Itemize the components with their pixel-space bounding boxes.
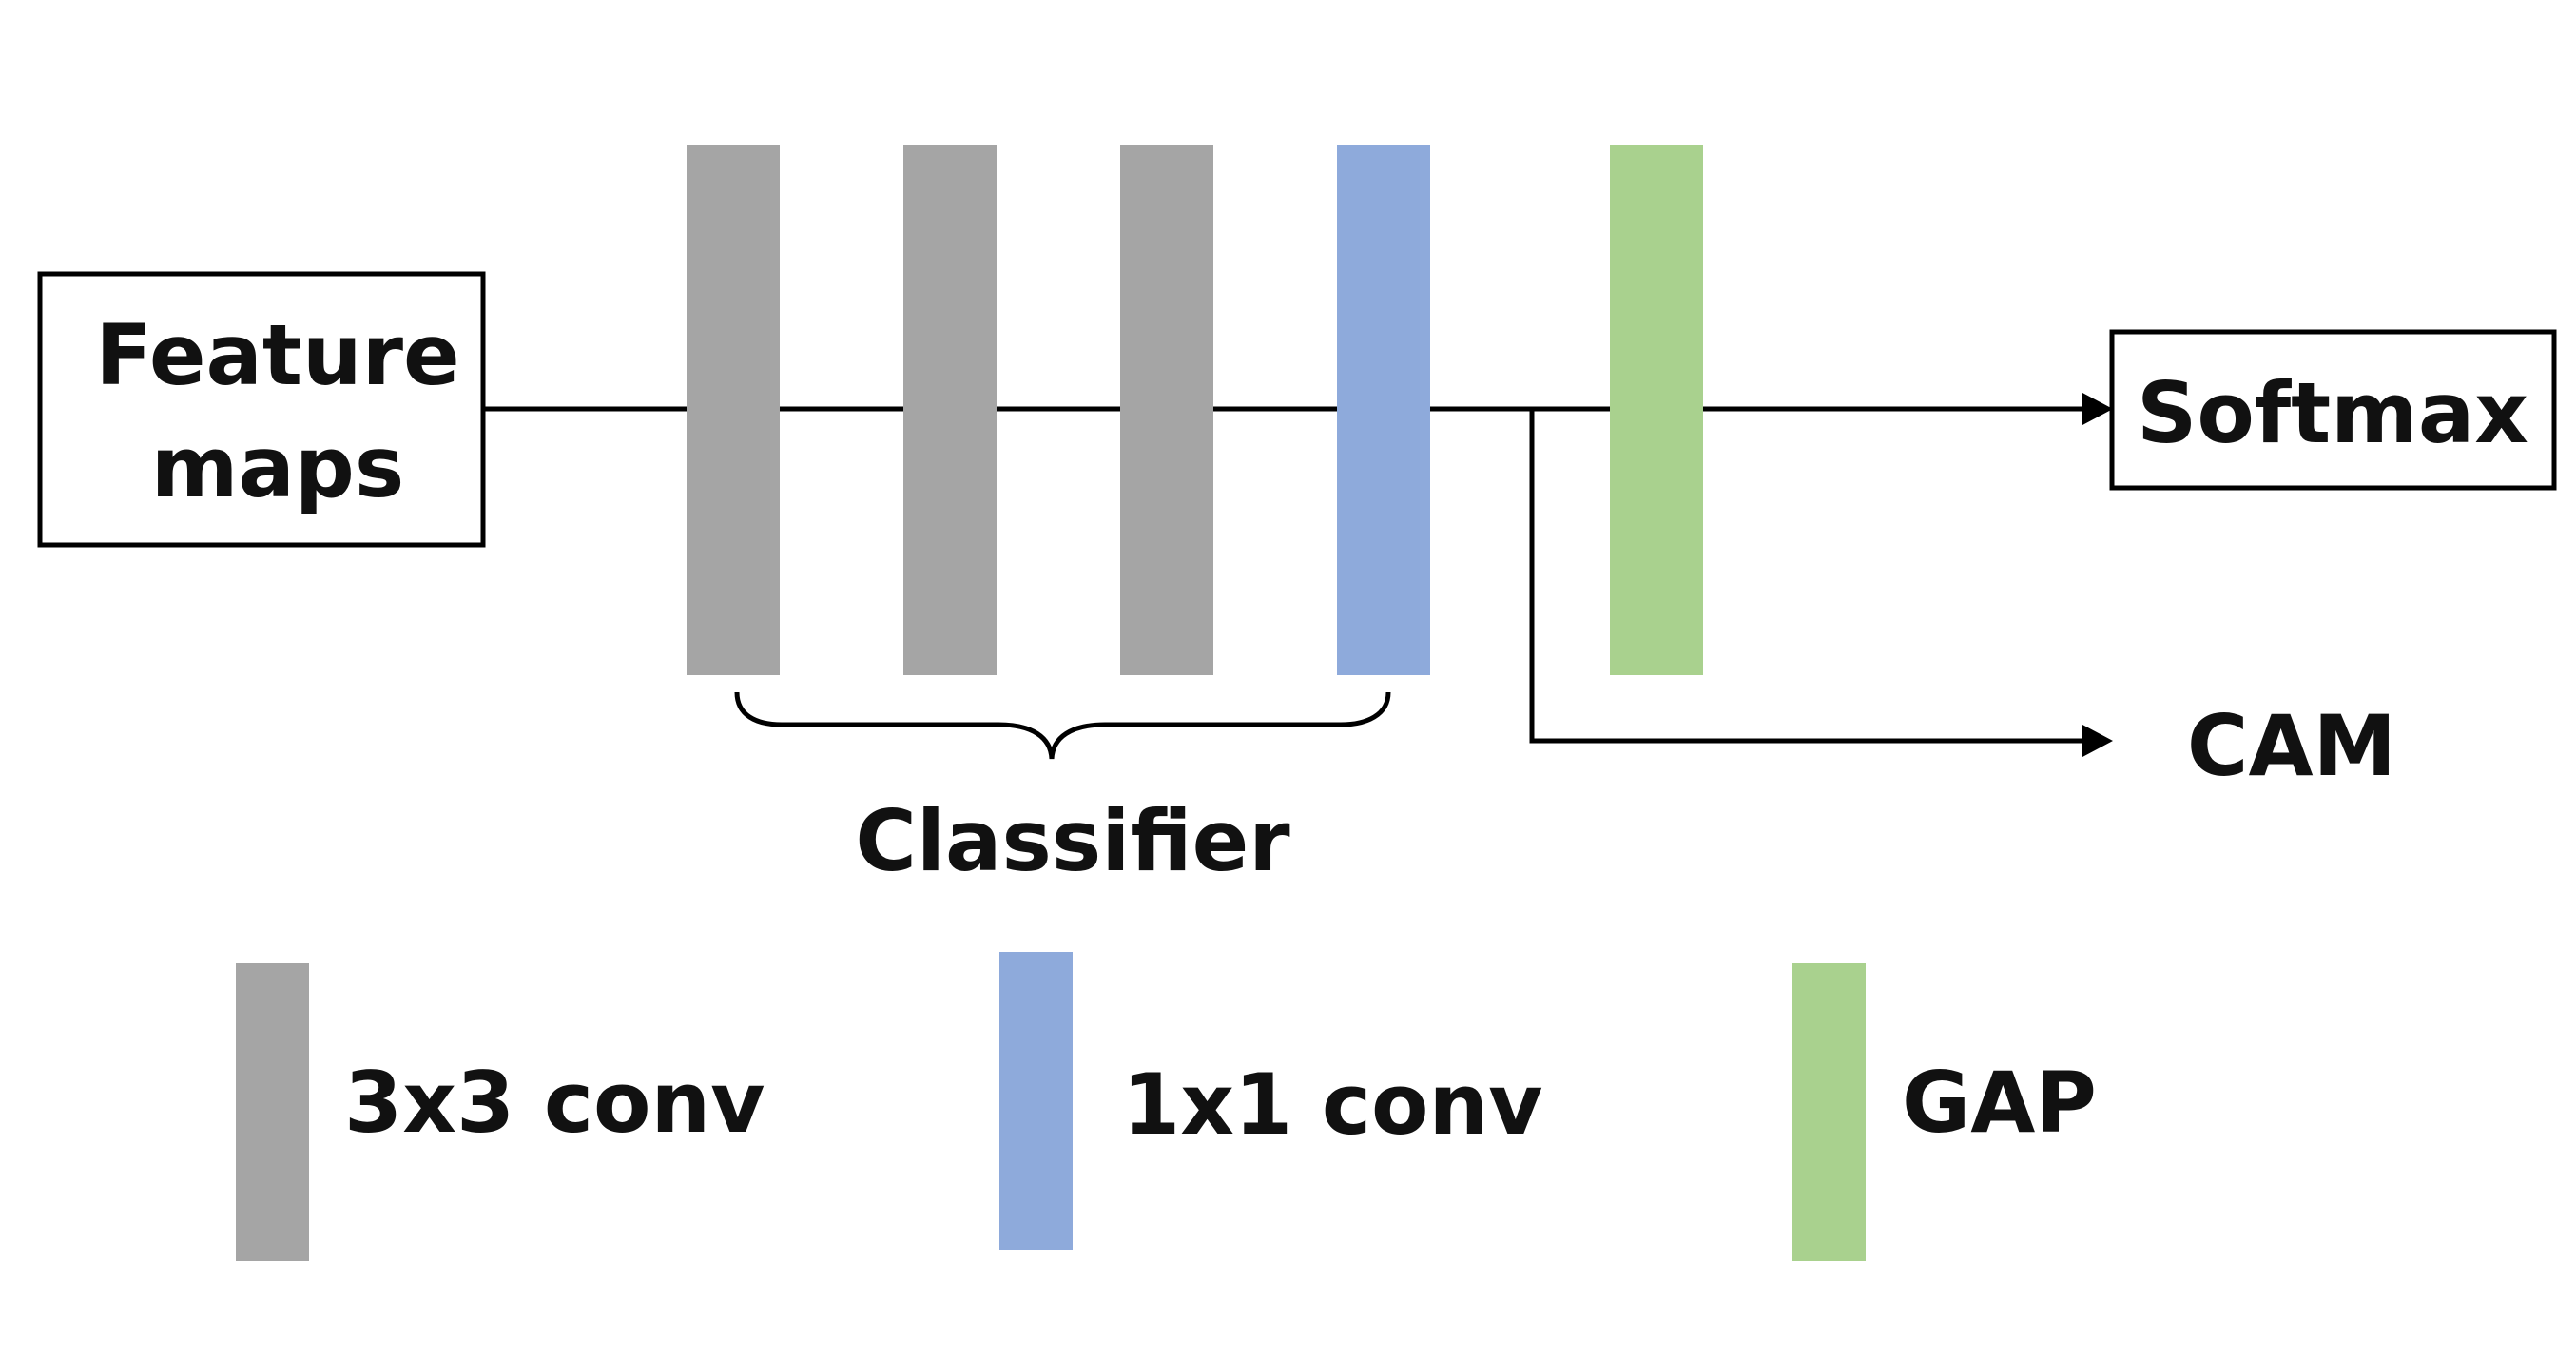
softmax-label: Softmax	[2137, 364, 2528, 462]
cam-label: CAM	[2187, 697, 2396, 795]
legend-swatch-conv3x3	[236, 963, 309, 1261]
arrow-to-softmax	[2082, 393, 2113, 425]
cam-branch-line	[1529, 409, 2092, 744]
classifier-label: Classifier	[855, 792, 1290, 890]
conv3x3-block-3	[1120, 145, 1213, 675]
conv1x1-block	[1337, 145, 1430, 675]
classifier-brace	[734, 691, 1391, 760]
gap-block	[1610, 145, 1703, 675]
feature-maps-label-line2: maps	[151, 418, 404, 516]
feature-maps-label-line1: Feature	[95, 306, 459, 404]
legend-label-conv3x3: 3x3 conv	[344, 1054, 765, 1152]
feature-maps-box	[37, 271, 486, 548]
arrow-to-cam	[2082, 725, 2113, 757]
softmax-box	[2109, 329, 2557, 491]
conv3x3-block-2	[903, 145, 997, 675]
legend-swatch-conv1x1	[999, 952, 1073, 1250]
legend-label-conv1x1: 1x1 conv	[1122, 1056, 1543, 1154]
conv3x3-block-1	[687, 145, 780, 675]
legend-swatch-gap	[1792, 963, 1866, 1261]
legend-label-gap: GAP	[1902, 1054, 2097, 1152]
